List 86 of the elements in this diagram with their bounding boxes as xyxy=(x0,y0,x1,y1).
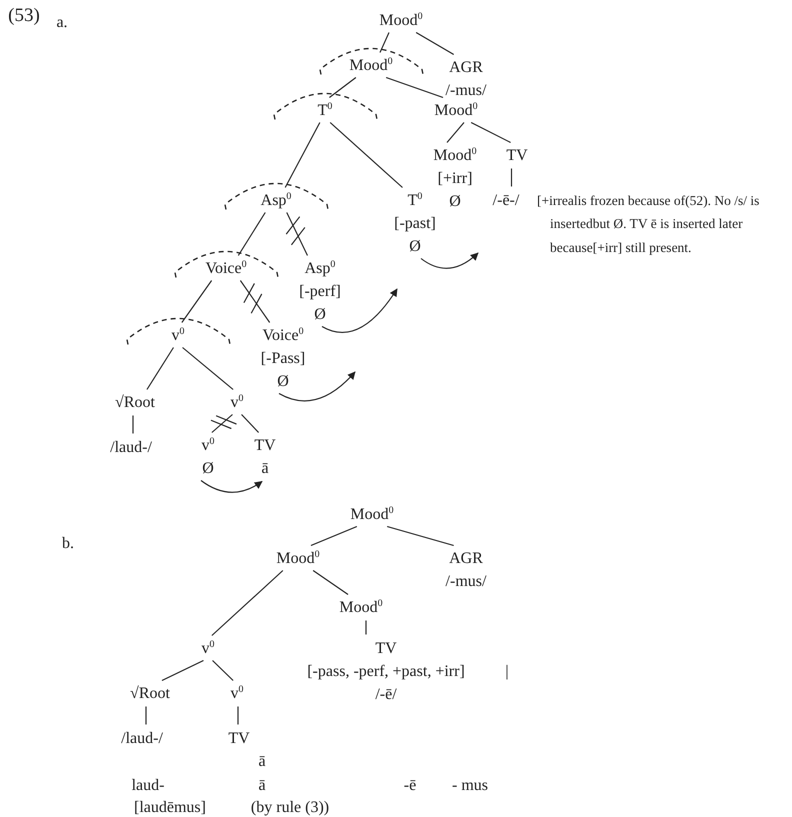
text-label: (by rule (3)) xyxy=(250,798,330,817)
tree-branch xyxy=(181,280,212,323)
tree-node-label: v$^{0}$ xyxy=(202,434,214,456)
tree-branch xyxy=(237,706,239,724)
tree-node-label: √Root xyxy=(115,390,155,414)
tree-branch xyxy=(386,526,454,546)
tree-node-label: TV xyxy=(254,436,276,456)
tree-node-label: TV xyxy=(374,638,398,658)
tree-branch xyxy=(312,570,348,595)
tree-branch xyxy=(416,32,454,55)
tree-node-label: Mood$^{0}$ xyxy=(349,54,393,76)
tree-node-label: v$^{0}$ xyxy=(202,636,214,660)
tree-branch xyxy=(212,570,284,636)
feature-label: /-mus/ xyxy=(446,572,486,592)
tree-node-label: Mood$^{0}$ xyxy=(379,8,423,32)
tree-branch xyxy=(241,414,259,433)
feature-label: Ø xyxy=(448,192,462,212)
feature-label: [-perf] xyxy=(299,282,341,302)
tree-node-label: Mood$^{0}$ xyxy=(434,98,478,122)
tree-node-label: T$^{0}$ xyxy=(318,98,332,122)
tree-branch xyxy=(146,347,174,390)
feature-label: [-past] xyxy=(394,214,436,234)
text-label: ā xyxy=(258,776,266,796)
tree-branch xyxy=(330,122,403,188)
tree-node-label: Mood$^{0}$ xyxy=(350,502,394,526)
text-label: a. xyxy=(56,12,68,32)
tree-node-label: Mood$^{0}$ xyxy=(433,144,477,166)
feature-label: Ø xyxy=(276,372,290,392)
tree-branch xyxy=(284,122,320,188)
text-label: b. xyxy=(62,534,74,554)
tree-branch xyxy=(470,122,511,143)
feature-label: Ø xyxy=(202,458,214,478)
tree-node-label: √Root xyxy=(130,682,170,704)
tree-branch xyxy=(212,414,233,433)
tree-branch xyxy=(182,347,234,390)
tree-branch xyxy=(145,706,147,724)
tree-node-label: Asp$^{0}$ xyxy=(304,258,336,278)
tree-branch xyxy=(446,122,464,143)
tree-branch xyxy=(240,280,270,323)
feature-label: [+irr] xyxy=(436,168,474,188)
feature-label: ā xyxy=(260,458,270,478)
text-label: ā xyxy=(258,752,266,772)
tree-node-label: /laud-/ xyxy=(121,726,163,750)
feature-label: [-Pass] xyxy=(260,348,306,368)
feature-label: Ø xyxy=(408,236,422,256)
movement-arrow xyxy=(278,371,356,402)
tree-node-label: AGR xyxy=(448,58,484,78)
tree-node-label: v$^{0}$ xyxy=(172,324,184,346)
feature-label: Ø xyxy=(313,304,327,324)
tree-branch xyxy=(386,76,444,98)
tree-node-label: TV xyxy=(228,726,250,750)
movement-arrow xyxy=(420,252,479,269)
tree-branch xyxy=(162,660,204,681)
tree-node-label: Mood$^{0}$ xyxy=(339,596,383,618)
tree-branch xyxy=(380,32,390,53)
feature-label: [-pass, -perf, +past, +irr] xyxy=(307,662,465,682)
tree-branch xyxy=(212,660,234,681)
tree-node-label: AGR xyxy=(448,548,484,568)
feature-label: /-ē/ xyxy=(374,684,398,704)
movement-arrow xyxy=(322,288,398,333)
tree-node-label: T$^{0}$ xyxy=(406,190,424,210)
tree-node-label: v$^{0}$ xyxy=(230,390,244,414)
text-label: -ē xyxy=(404,776,416,796)
tree-node-label: TV xyxy=(506,144,528,166)
text-label: | xyxy=(505,662,509,682)
tree-node-label: Asp$^{0}$ xyxy=(260,188,292,212)
tree-branch xyxy=(310,526,358,546)
text-label: [laudēmus] xyxy=(134,798,206,817)
movement-arrow xyxy=(200,480,263,493)
tree-branch xyxy=(132,416,134,434)
tree-node-label: /-ē-/ xyxy=(492,188,520,212)
tree-node-label: Voice$^{0}$ xyxy=(261,324,305,346)
feature-label: /-mus/ xyxy=(446,80,486,100)
tree-node-label: Voice$^{0}$ xyxy=(205,256,247,280)
tree-branch xyxy=(510,168,512,186)
text-label: laud- xyxy=(132,776,164,796)
tree-branch xyxy=(238,212,266,256)
tree-node-label: v$^{0}$ xyxy=(230,682,244,704)
tree-node-label: /laud-/ xyxy=(110,436,152,458)
tree-node-label: Mood$^{0}$ xyxy=(276,546,320,570)
tree-branch xyxy=(286,212,308,256)
annotation-note: [+irrealis frozen because of(52). No /s/ is insertedbut Ø. TV ē is inserted later because[+irr] still present. xyxy=(537,192,760,257)
text-label: (53) xyxy=(8,4,40,26)
tree-branch xyxy=(329,77,356,98)
tree-branch xyxy=(365,620,367,634)
text-label: - mus xyxy=(452,776,488,796)
